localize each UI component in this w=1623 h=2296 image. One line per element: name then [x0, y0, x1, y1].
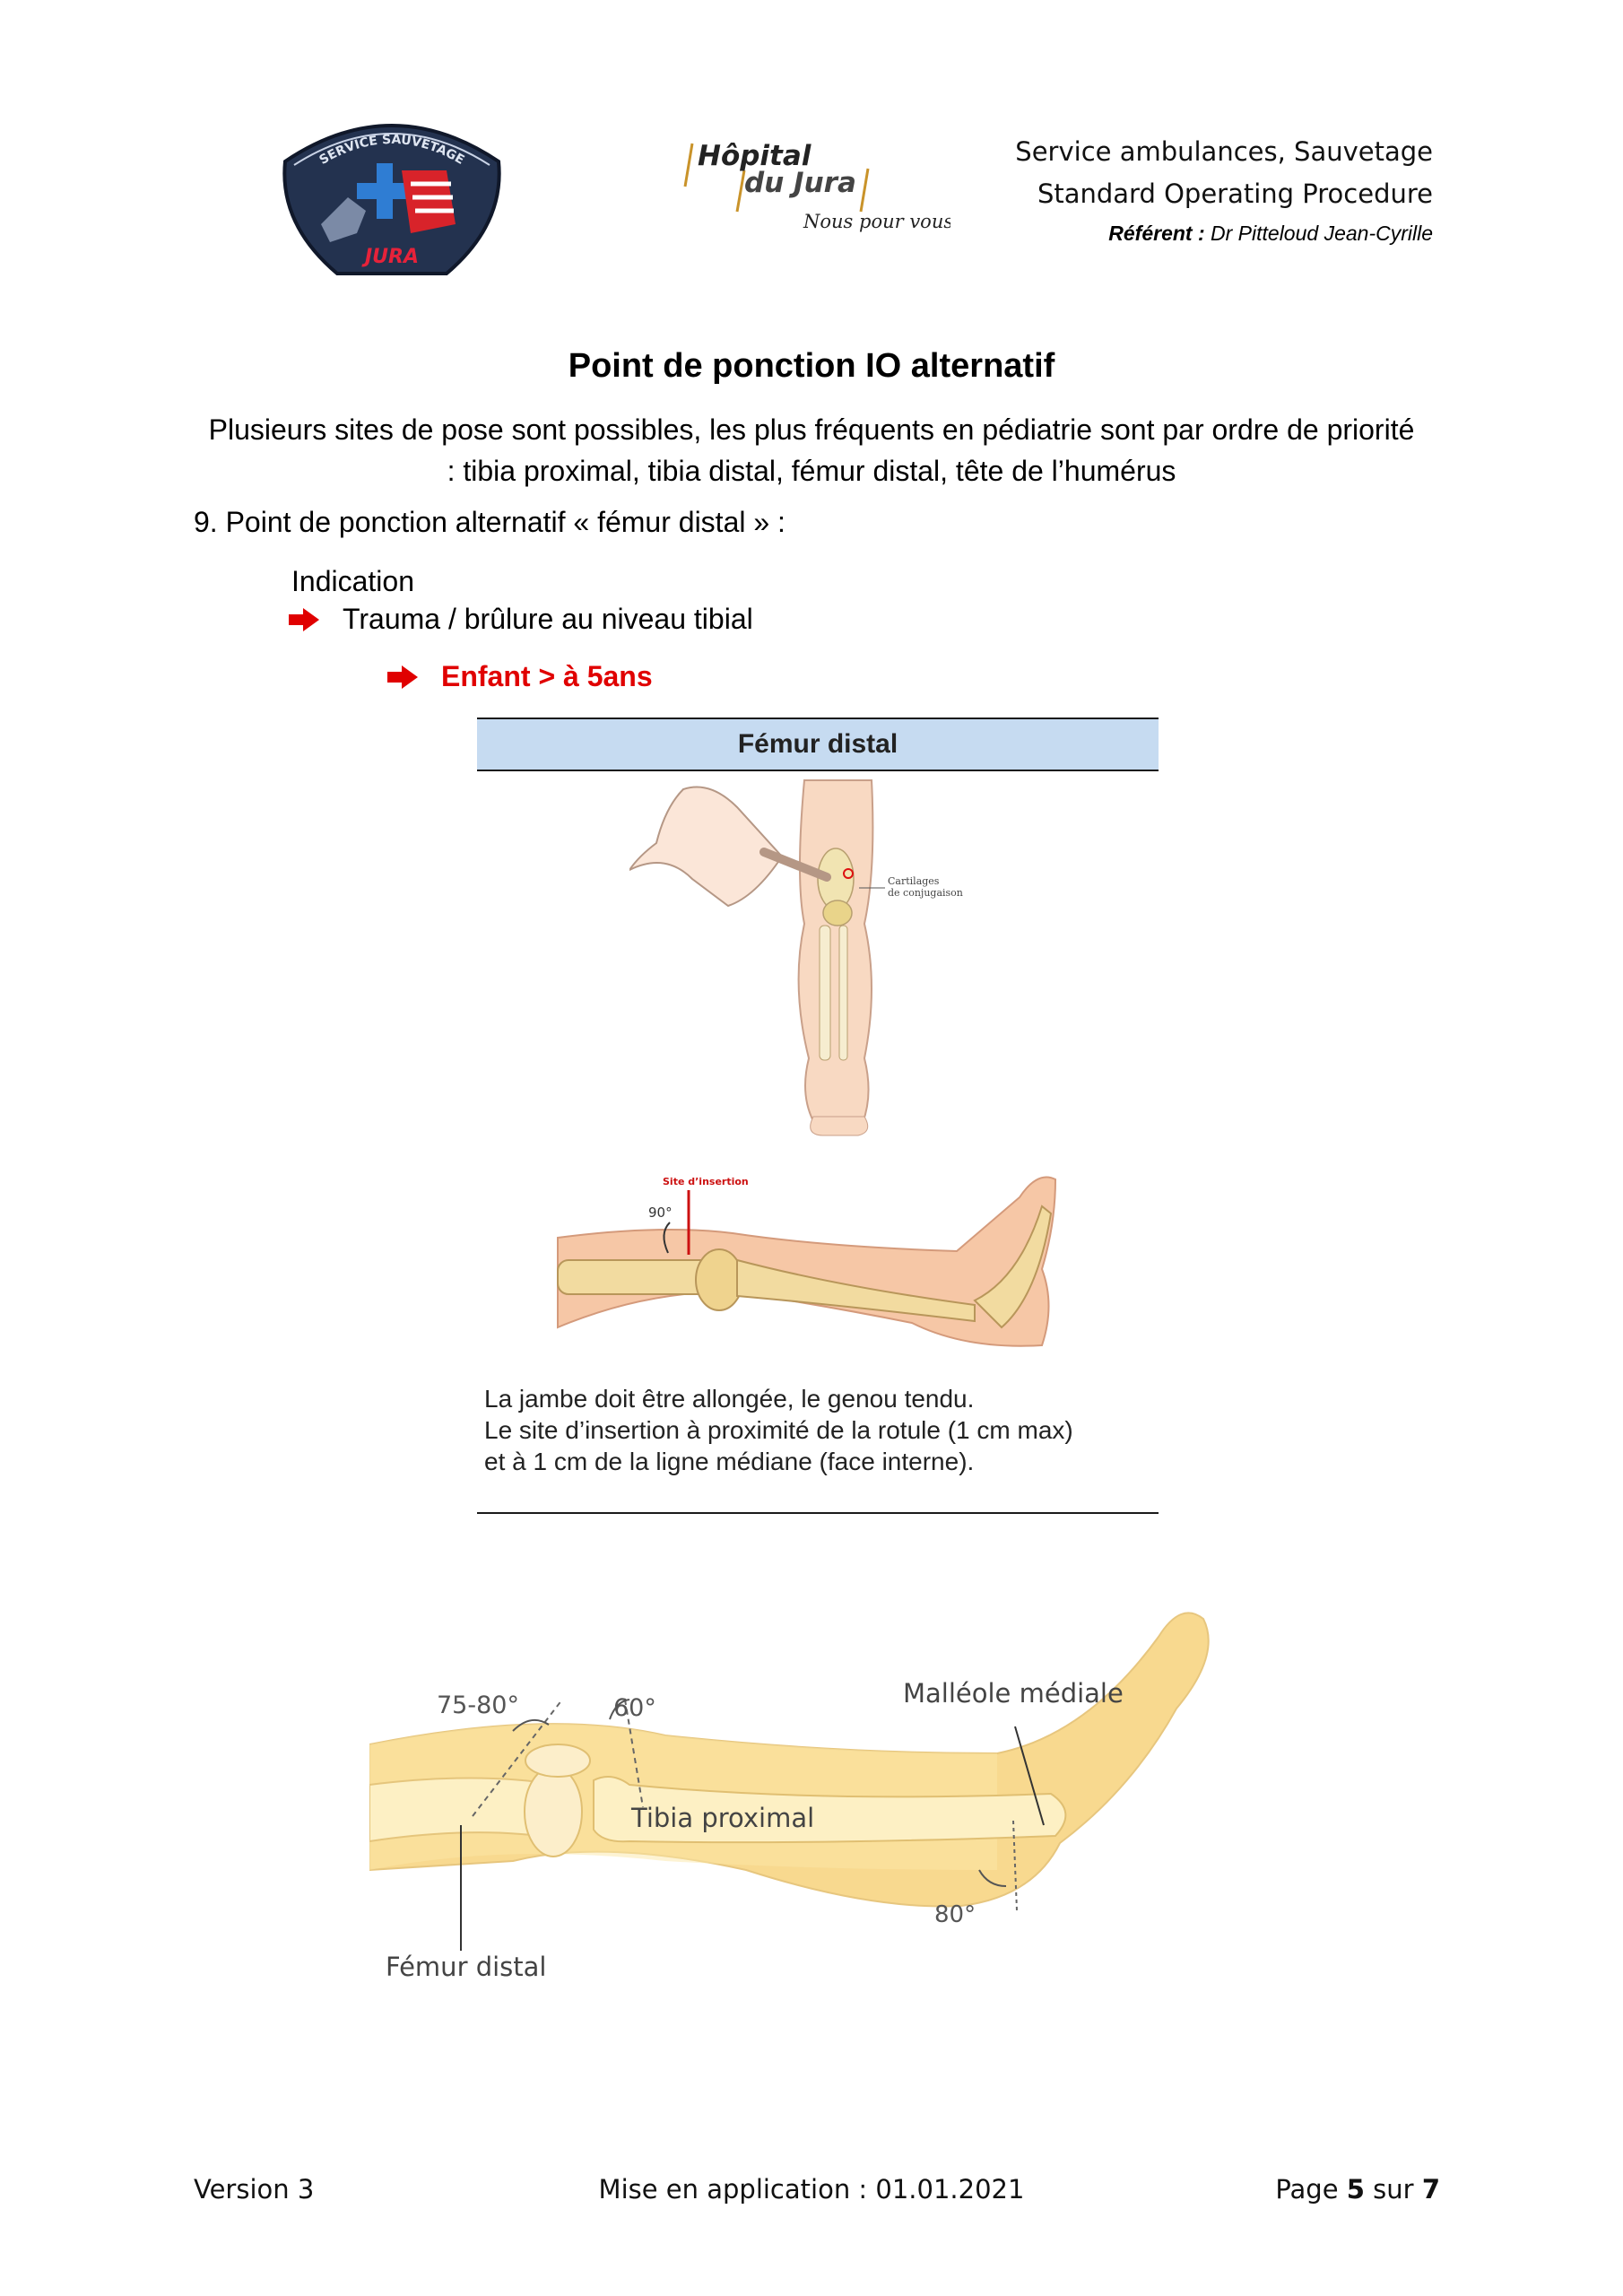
caption-line: Le site d’insertion à proximité de la ro… — [484, 1416, 1073, 1444]
arrow-right-icon — [387, 665, 418, 689]
insertion-site-label: Site d’insertion — [663, 1176, 749, 1187]
indication-item-text: Trauma / brûlure au niveau tibial — [343, 603, 753, 635]
leg-anatomy-illustration: 75-80° 60° 80° Malléole médiale Tibia pr… — [369, 1612, 1210, 1982]
table-caption: La jambe doit être allongée, le genou te… — [484, 1383, 1148, 1477]
child-leg-illustration: Cartilages de conjugaison — [629, 779, 963, 1136]
referent-name: Dr Pitteloud Jean-Cyrille — [1204, 222, 1433, 245]
page-current: 5 — [1346, 2174, 1365, 2205]
page-mid: sur — [1364, 2174, 1422, 2205]
caption-line: La jambe doit être allongée, le genou te… — [484, 1385, 975, 1413]
femur-distal-label: Fémur distal — [386, 1952, 546, 1982]
indication-item-text: Enfant > à 5ans — [441, 660, 653, 692]
logo-tagline: Nous pour vous ! — [803, 211, 950, 232]
page-prefix: Page — [1275, 2174, 1347, 2205]
insertion-angle-label: 90° — [648, 1205, 673, 1221]
header-info: Service ambulances, Sauvetage Standard O… — [805, 131, 1433, 251]
indication-label: Indication — [291, 565, 414, 597]
angle-femur-label: 75-80° — [437, 1692, 519, 1719]
cartilage-label-2: de conjugaison — [888, 887, 963, 899]
referent-label: Référent : — [1108, 222, 1205, 245]
footer-version: Version 3 — [194, 2174, 315, 2205]
page-total: 7 — [1421, 2174, 1440, 2205]
footer-page-number: Page 5 sur 7 — [1275, 2174, 1440, 2205]
angle-malleole-label: 80° — [934, 1901, 976, 1928]
section-heading: 9. Point de ponction alternatif « fémur … — [194, 506, 785, 538]
service-sauvetage-logo: SERVICE SAUVETAGE JURA — [282, 124, 501, 275]
logo-jura-text: JURA — [361, 246, 419, 268]
footer-date: Mise en application : 01.01.2021 — [598, 2174, 1025, 2205]
indication-item: Enfant > à 5ans — [387, 660, 653, 693]
angle-tibia-label: 60° — [613, 1694, 656, 1722]
header-referent: Référent : Dr Pitteloud Jean-Cyrille — [805, 215, 1433, 251]
table-header: Fémur distal — [477, 718, 1159, 771]
extended-leg-illustration: 90° Site d’insertion — [557, 1176, 1057, 1347]
indication-item: Trauma / brûlure au niveau tibial — [289, 603, 753, 636]
logo-hopital-text: Hôpital — [698, 140, 812, 172]
logo-jura-text-center: du Jura — [744, 167, 856, 199]
arrow-right-icon — [289, 607, 319, 631]
malleole-label: Malléole médiale — [903, 1678, 1124, 1709]
intro-text: Plusieurs sites de pose sont possibles, … — [208, 413, 1415, 487]
hopital-du-jura-logo: Hôpital du Jura Nous pour vous ! — [683, 140, 950, 232]
page-title: Point de ponction IO alternatif — [568, 347, 1055, 385]
table-bottom-rule — [477, 1512, 1159, 1514]
header-service: Service ambulances, Sauvetage — [1015, 136, 1433, 167]
caption-line: et à 1 cm de la ligne médiane (face inte… — [484, 1448, 975, 1475]
tibia-proximal-label: Tibia proximal — [630, 1803, 814, 1833]
femur-distal-table: Fémur distal Cartilages de conjugaison 9… — [477, 718, 1159, 1516]
cartilage-label-1: Cartilages — [888, 875, 940, 887]
header-procedure: Standard Operating Procedure — [1037, 178, 1433, 209]
